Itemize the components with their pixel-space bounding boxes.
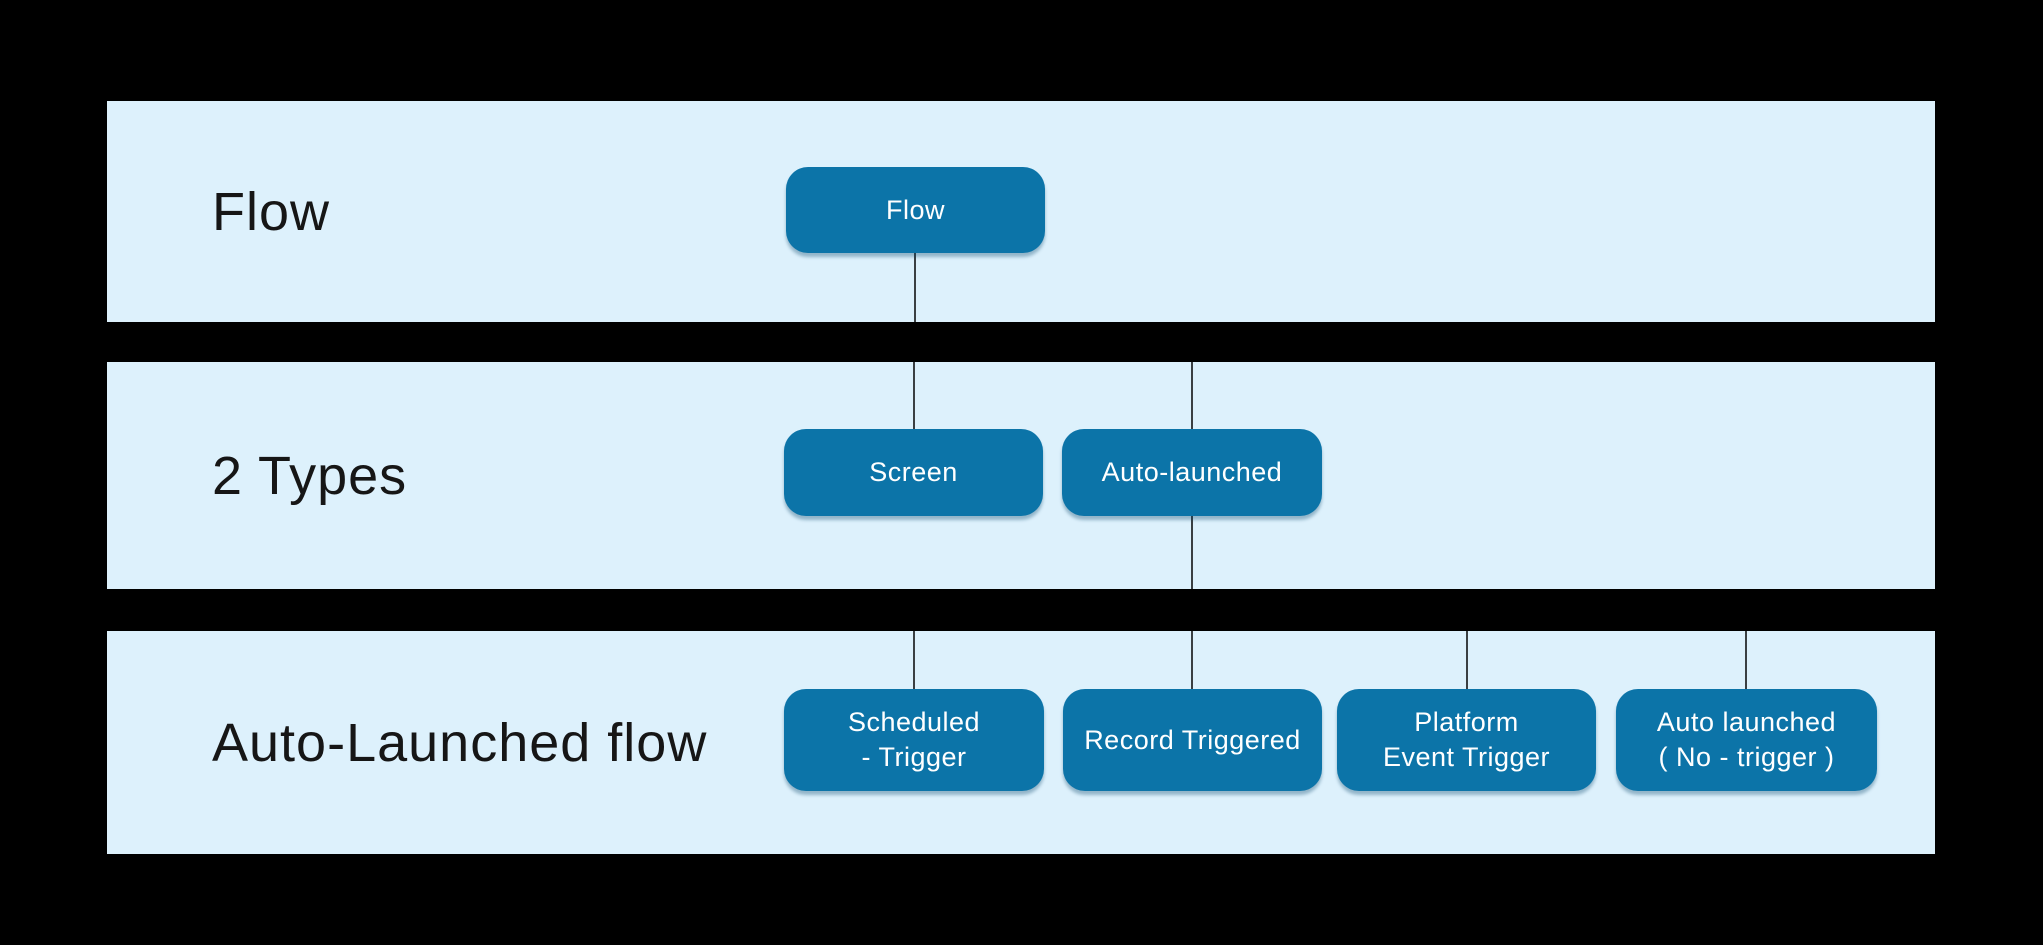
row-label-auto-launched-flow: Auto-Launched flow [212,712,708,773]
node-auto-launched-no-trigger-label: Auto launched ( No - trigger ) [1656,707,1837,772]
band-auto-launched-flow: Auto-Launched flow Scheduled - Trigger R… [107,631,1935,854]
node-platform-event-trigger-label: Platform Event Trigger [1382,707,1551,772]
node-auto-launched-no-trigger: Auto launched ( No - trigger ) [1616,689,1877,791]
connector-auto-launched-down [1191,515,1193,589]
connector-flow-down [914,253,916,322]
row-label-two-types: 2 Types [212,445,408,506]
node-record-triggered-label: Record Triggered [1084,724,1301,755]
node-flow-label: Flow [885,194,945,225]
connector-to-no-trigger [1745,631,1747,689]
node-scheduled-trigger-label: Scheduled - Trigger [847,707,981,772]
connector-to-platform-event-trigger [1466,631,1468,689]
node-record-triggered: Record Triggered [1063,689,1322,791]
node-scheduled-trigger: Scheduled - Trigger [784,689,1044,791]
connector-to-auto-launched [1191,362,1193,429]
node-auto-launched-label: Auto-launched [1101,457,1283,487]
node-screen-label: Screen [869,457,958,487]
node-screen: Screen [784,429,1043,516]
node-platform-event-trigger: Platform Event Trigger [1337,689,1596,791]
row-label-flow: Flow [212,181,331,242]
band-flow: Flow Flow [107,101,1935,322]
band-two-types: 2 Types Screen Auto-launched [107,362,1935,589]
connector-to-scheduled-trigger [913,631,915,689]
node-flow: Flow [786,167,1045,253]
node-auto-launched: Auto-launched [1062,429,1322,516]
connector-to-record-triggered [1191,631,1193,689]
connector-to-screen [913,362,915,429]
